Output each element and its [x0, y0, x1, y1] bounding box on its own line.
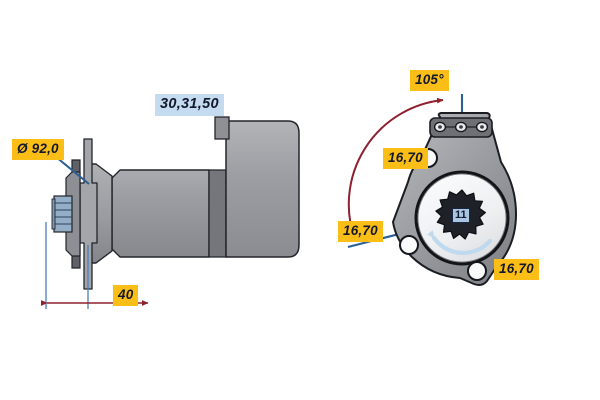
mounting-hole-bottom-right — [467, 261, 487, 281]
terminal-studs — [433, 121, 489, 133]
rotation-direction-arrow — [427, 230, 493, 256]
label-pinion-teeth-count: 11 — [452, 208, 470, 223]
drive-housing-shoulder — [65, 171, 81, 257]
terminal-boss — [214, 116, 230, 140]
housing-joint-band — [208, 169, 227, 258]
solenoid-housing — [225, 120, 300, 258]
pinion-gear-side — [51, 195, 73, 233]
left-view-side-elevation — [41, 116, 300, 309]
label-angle-105: 105° — [410, 70, 449, 91]
label-hole-left: 16,70 — [338, 221, 383, 242]
right-view-drive-end-face — [347, 94, 517, 286]
label-diameter: Ø 92,0 — [12, 139, 64, 160]
motor-barrel — [111, 169, 210, 258]
label-length-40: 40 — [113, 285, 139, 306]
label-hole-bottom-right: 16,70 — [494, 259, 539, 280]
angle-arc-105 — [347, 97, 444, 241]
label-terminals: 30,31,50 — [155, 94, 224, 116]
mounting-hole-left — [399, 235, 419, 255]
bore-outer-ring — [414, 170, 510, 266]
label-hole-top-left: 16,70 — [383, 148, 428, 169]
